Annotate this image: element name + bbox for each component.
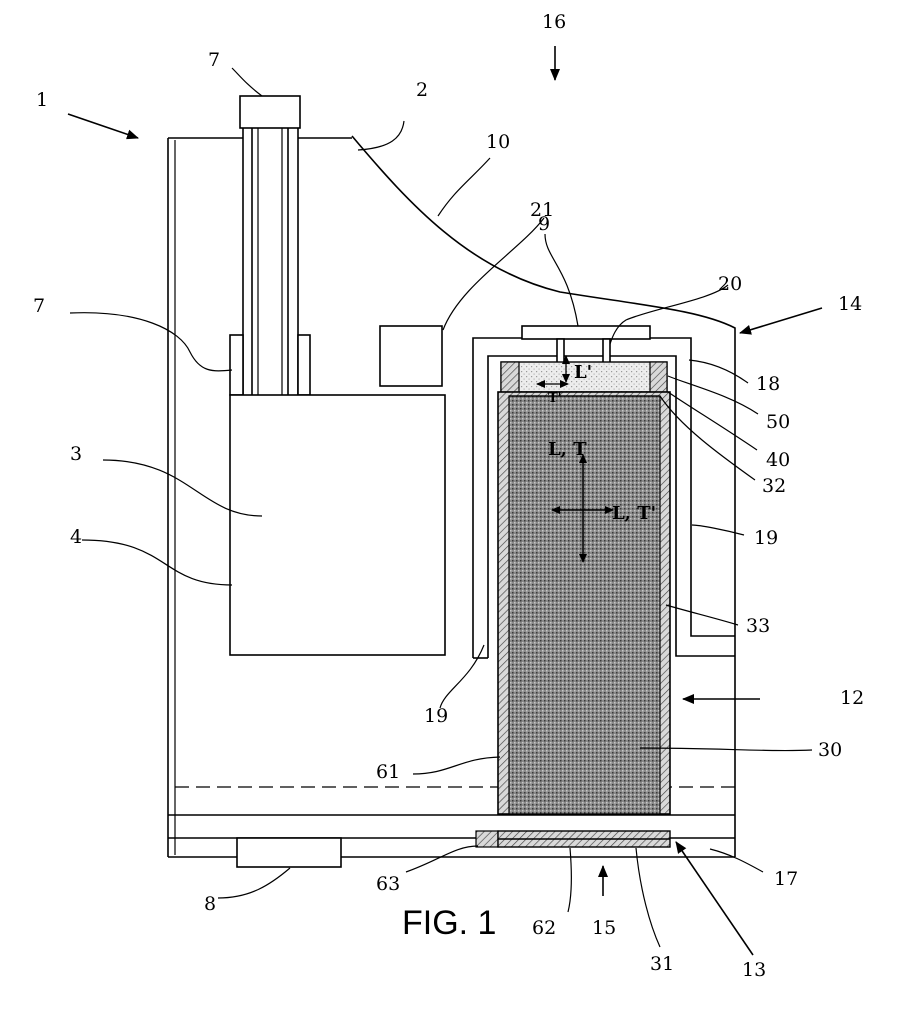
seal-left [501, 362, 519, 392]
drive-block [230, 395, 445, 655]
label-19-right: 19 [754, 527, 778, 549]
label-31: 31 [650, 953, 674, 975]
label-30: 30 [818, 739, 842, 761]
dim-label-lprime: L' [574, 362, 592, 383]
label-13: 13 [742, 959, 766, 981]
label-9: 9 [538, 213, 550, 235]
figure-caption: FIG. 1 [402, 904, 496, 942]
label-7-top: 7 [208, 49, 220, 71]
label-8: 8 [204, 893, 216, 915]
foot [237, 838, 341, 867]
label-50: 50 [766, 411, 790, 433]
dim-label-lt: L, T [548, 439, 587, 460]
label-3: 3 [70, 443, 82, 465]
dim-label-ltp: L, T' [612, 503, 656, 524]
dim-label-tprime: T' [548, 391, 562, 406]
label-18: 18 [756, 373, 780, 395]
label-12: 12 [840, 687, 864, 709]
label-62: 62 [532, 917, 556, 939]
label-63: 63 [376, 873, 400, 895]
bottom-window [476, 831, 670, 847]
label-17: 17 [774, 868, 798, 890]
label-61: 61 [376, 761, 400, 783]
seal-right [650, 362, 667, 392]
label-7-mid: 7 [33, 295, 45, 317]
label-40: 40 [766, 449, 790, 471]
label-10: 10 [486, 131, 510, 153]
label-33: 33 [746, 615, 770, 637]
label-4: 4 [70, 526, 82, 548]
label-16: 16 [542, 11, 566, 33]
controller-block [380, 326, 442, 386]
label-15: 15 [592, 917, 616, 939]
label-2: 2 [416, 79, 428, 101]
label-32: 32 [762, 475, 786, 497]
label-14: 14 [838, 293, 862, 315]
label-19-left: 19 [424, 705, 448, 727]
label-1: 1 [36, 89, 48, 111]
actuator-rod [230, 96, 310, 395]
label-20: 20 [718, 273, 742, 295]
